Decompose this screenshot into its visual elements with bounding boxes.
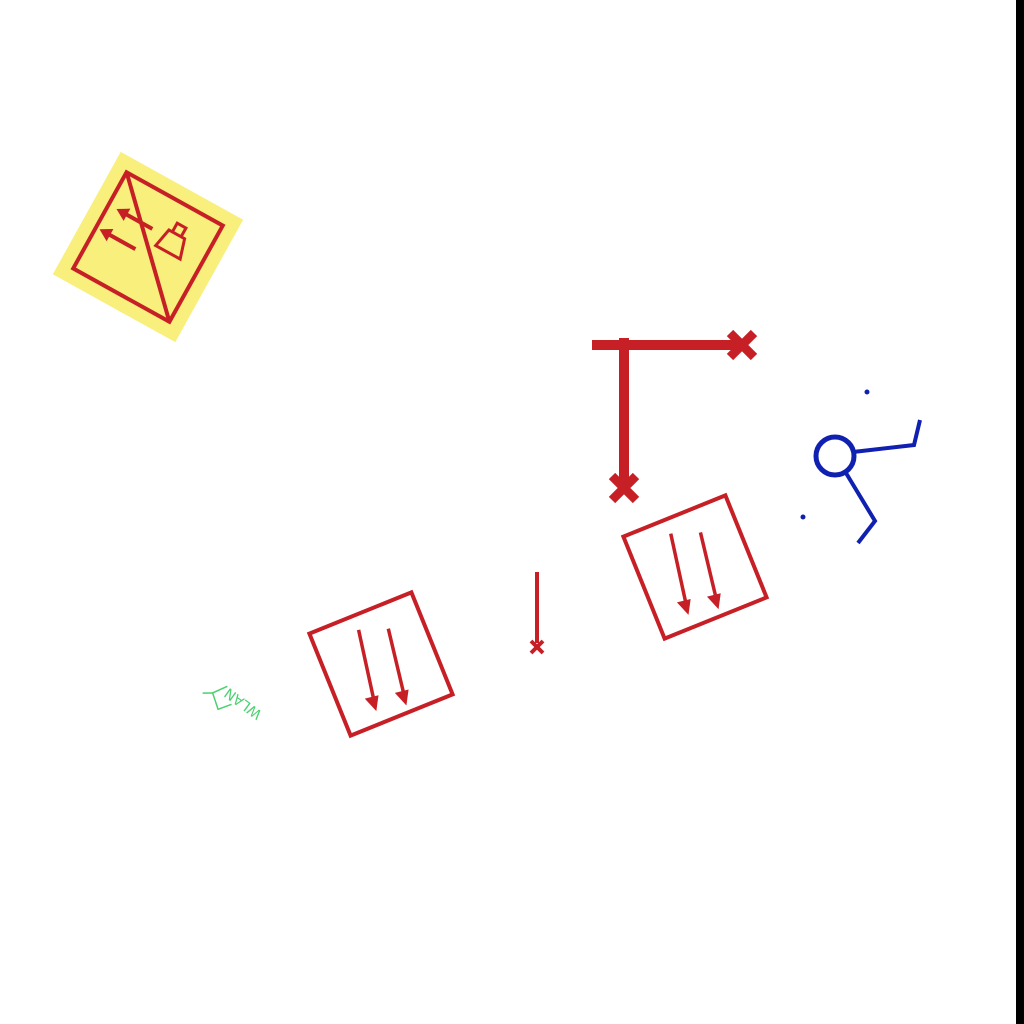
red-arrow-box-left <box>306 589 456 739</box>
wlan-label: WLAN <box>222 684 265 722</box>
arrow-down-icon <box>356 629 379 712</box>
arrow-left-icon <box>99 228 137 251</box>
right-edge-bar <box>1016 0 1024 1024</box>
arrow-box-border <box>620 492 770 642</box>
cross-end-icon <box>529 639 545 655</box>
arrow-down-icon <box>669 533 691 615</box>
arrow-left-icon <box>116 208 154 231</box>
cross-end-icon <box>608 472 640 504</box>
sensor-dot <box>800 514 806 520</box>
sensor-leg <box>844 471 878 545</box>
red-t-bracket <box>592 329 758 504</box>
red-stake <box>529 572 545 655</box>
cross-end-icon <box>726 329 758 361</box>
sensor-arm <box>852 419 922 454</box>
yellow-escape-panel <box>52 151 244 343</box>
wlan-antenna <box>202 692 213 694</box>
sensor-dot <box>864 389 870 395</box>
arrow-box-border <box>306 589 456 739</box>
arrow-down-icon <box>698 532 721 610</box>
wlan-marker: WLAN <box>202 684 265 722</box>
red-arrow-box-right <box>620 492 770 642</box>
wlan-icon <box>211 685 232 711</box>
blue-sensor <box>800 389 922 545</box>
panel-diagonal <box>124 171 172 323</box>
sensor-head-icon <box>813 434 857 478</box>
panel-border <box>70 169 226 325</box>
arrow-down-icon <box>386 628 409 706</box>
bell-icon <box>153 221 188 262</box>
